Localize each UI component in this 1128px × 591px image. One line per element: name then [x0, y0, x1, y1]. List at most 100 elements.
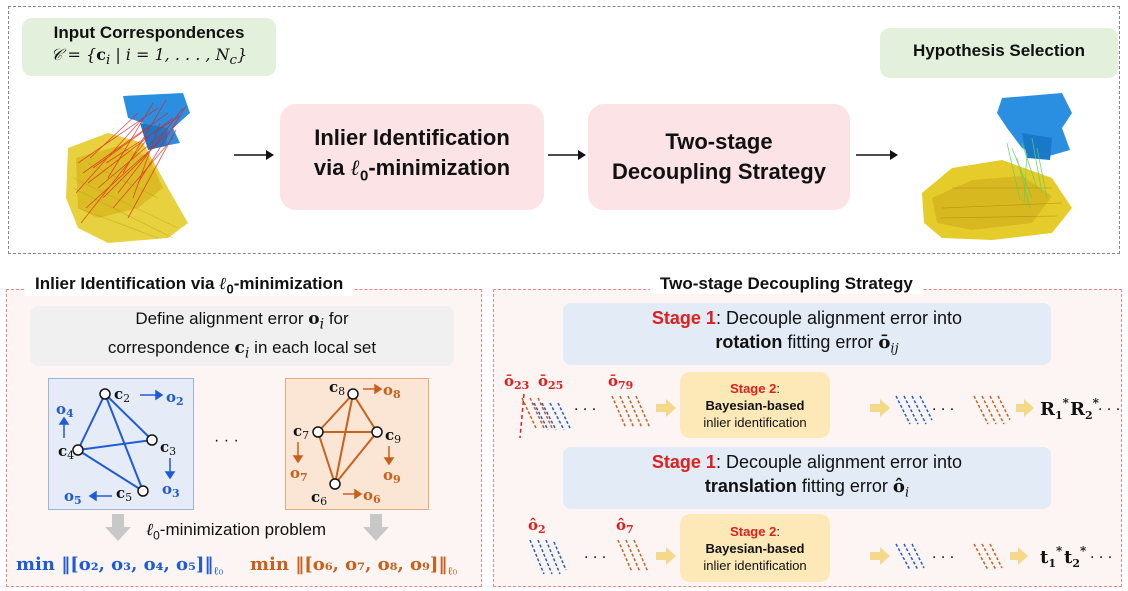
hypothesis-title: Hypothesis Selection — [913, 41, 1085, 60]
dash-group-4 — [895, 395, 933, 425]
svg-text:R2*: R2* — [1070, 396, 1100, 422]
dash-group-1 — [521, 397, 553, 429]
input-formula: 𝒞 = {ci | i = 1, . . . , Nc} — [50, 45, 248, 69]
stage2-translation-line-1: Stage 2: — [730, 523, 780, 539]
arrow-to-output-b — [1010, 547, 1028, 565]
orange-node-label-c6: c6 — [311, 488, 327, 508]
t-dash-group-1 — [529, 539, 567, 575]
define-line-1: Define alignment error oi for — [135, 308, 349, 332]
graphs-ellipsis: · · · — [214, 432, 239, 449]
orange-graph-edges — [317, 393, 378, 485]
stage2-translation-box: Stage 2: Bayesian-based inlier identific… — [680, 514, 830, 582]
rotation-dots-2: · · · — [932, 402, 954, 418]
stage1-rotation-line-1: Stage 1: Decouple alignment error into — [651, 308, 963, 329]
blue-error-arrows — [58, 389, 176, 502]
arrow-to-stage2-a — [656, 399, 676, 417]
blue-node-label-c4: c4 — [58, 442, 74, 462]
orange-node-label-c9: c9 — [385, 426, 401, 446]
inlier-identification-box: Inlier Identification via ℓ0-minimizatio… — [280, 104, 544, 210]
svg-text:t2*: t2* — [1064, 544, 1087, 570]
label-o7: ô7 — [616, 516, 634, 536]
blue-graph: c2 c3 c4 c5 o2 o3 o4 o5 — [56, 385, 184, 507]
stage2-rotation-box: Stage 2: Bayesian-based inlier identific… — [680, 372, 830, 438]
translation-error-labels: ô2 ô7 — [528, 516, 634, 536]
t-dash-group-4 — [973, 543, 1003, 571]
arrow-to-stage2-b — [656, 547, 676, 565]
orange-graph-nodes — [312, 388, 383, 490]
right-panel-title: Two-stage Decoupling Strategy — [650, 274, 923, 294]
yellow-cloud-registered — [922, 160, 1072, 240]
blue-node-label-c3: c3 — [160, 438, 176, 458]
red-correspondences — [75, 99, 187, 224]
arrow-to-output-a — [1016, 399, 1034, 417]
down-arrow-right — [363, 514, 389, 541]
svg-text:R1*: R1* — [1040, 396, 1070, 422]
blue-error-o4: o4 — [56, 400, 74, 420]
orange-error-o6: o6 — [363, 486, 381, 506]
rotation-dots-1: · · · — [574, 402, 596, 418]
blue-error-o5: o5 — [64, 487, 82, 507]
translation-dots-2: · · · — [932, 550, 954, 566]
arrow-from-stage2-a — [870, 399, 890, 417]
green-correspondences — [1006, 137, 1048, 209]
translation-outputs: t1* t2* — [1040, 544, 1087, 570]
orange-error-arrows — [292, 383, 395, 500]
blue-error-o3: o3 — [162, 480, 180, 500]
blue-node-label-c2: c2 — [114, 385, 130, 405]
blue-cloud-registered — [997, 93, 1072, 160]
stage2-rotation-line-1: Stage 2: — [730, 380, 780, 396]
label-o23: ō23 — [504, 372, 529, 392]
input-point-cloud — [66, 93, 190, 243]
translation-dots-1: · · · — [584, 550, 606, 566]
hypothesis-selection-box: Hypothesis Selection — [880, 28, 1118, 78]
stage2-rotation-line-3: inlier identification — [703, 414, 807, 430]
stage1-translation-line-2: translation fitting error ôi — [704, 476, 910, 501]
define-line-2: correspondence ci in each local set — [107, 338, 377, 362]
output-point-cloud — [922, 93, 1072, 240]
orange-node-label-c8: c8 — [329, 378, 345, 398]
stage2-translation-line-2: Bayesian-based — [705, 540, 805, 556]
two-stage-line-2: Decoupling Strategy — [612, 159, 826, 184]
arrow-3 — [856, 150, 898, 160]
yellow-cloud — [66, 133, 188, 243]
orange-error-o8: o8 — [383, 381, 401, 401]
stage2-rotation-line-2: Bayesian-based — [705, 397, 805, 413]
rotation-row: ō23 ō25 ō79 · · · · · · R1* R2* · · · — [504, 372, 1120, 439]
orange-node-label-c7: c7 — [293, 422, 309, 442]
l0-problem-label: ℓ0-minimization problem — [146, 520, 327, 543]
rotation-dots-3: · · · — [1098, 402, 1120, 418]
stage1-translation-box: Stage 1: Decouple alignment error into t… — [563, 447, 1051, 509]
arrow-from-stage2-b — [870, 547, 890, 565]
label-o79: ō79 — [608, 372, 633, 392]
pipeline-frame — [8, 6, 1120, 254]
stage1-rotation-box: Stage 1: Decouple alignment error into r… — [563, 303, 1051, 365]
t-dash-group-2 — [617, 539, 649, 573]
dash-group-3 — [611, 395, 651, 429]
t-dash-group-3 — [895, 543, 925, 571]
two-stage-line-1: Two-stage — [665, 129, 773, 154]
stage2-translation-line-3: inlier identification — [703, 557, 807, 573]
orange-graph: c8 c7 c9 c6 o8 o7 o9 o6 — [290, 378, 401, 508]
rotation-error-labels: ō23 ō25 ō79 — [504, 372, 633, 392]
label-o2: ô2 — [528, 516, 546, 536]
min-blue-expression: min ‖[o₂, o₃, o₄, o₅]‖ℓ₀ — [16, 554, 224, 578]
stage1-translation-line-1: Stage 1: Decouple alignment error into — [651, 452, 963, 473]
input-correspondences-box: Input Correspondences 𝒞 = {ci | i = 1, .… — [22, 18, 276, 76]
arrow-2 — [548, 150, 586, 160]
arrow-1 — [234, 150, 274, 160]
orange-error-o7: o7 — [290, 464, 308, 484]
rotation-outputs: R1* R2* — [1040, 396, 1100, 422]
min-orange-expression: min ‖[o₆, o₇, o₈, o₉]‖ℓ₀ — [250, 554, 458, 578]
blue-error-o2: o2 — [166, 388, 184, 408]
blue-graph-edges — [77, 393, 153, 492]
translation-dots-3: · · · — [1090, 550, 1112, 566]
stage1-rotation-line-2: rotation fitting error ōij — [715, 332, 899, 357]
inlier-line-2: via ℓ0-minimization — [313, 154, 511, 185]
red-dashed-marker — [519, 393, 525, 439]
two-stage-box: Two-stage Decoupling Strategy — [588, 104, 850, 210]
blue-node-label-c5: c5 — [116, 484, 132, 504]
define-alignment-error-box: Define alignment error oi for correspond… — [30, 306, 454, 366]
input-title: Input Correspondences — [53, 23, 245, 42]
orange-error-o9: o9 — [383, 466, 401, 486]
